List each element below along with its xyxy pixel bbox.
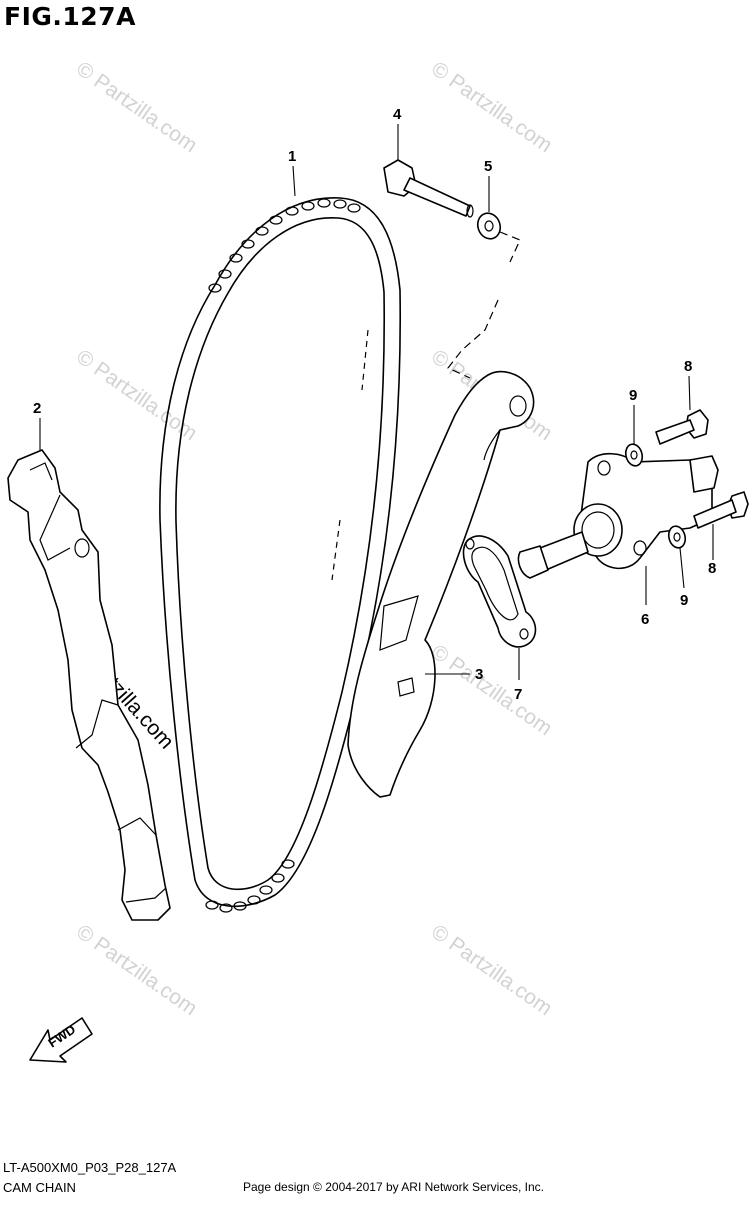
washer-part-9-lower[interactable] [666, 524, 687, 549]
cam-chain-part-1[interactable] [159, 197, 401, 913]
figure-title: FIG.127A [4, 2, 136, 31]
watermark: © Partzilla.com [427, 640, 556, 740]
bolt-part-8-lower[interactable] [693, 491, 749, 529]
callout-8-upper: 8 [684, 358, 692, 375]
chain-links-top [208, 198, 361, 293]
callout-8-lower: 8 [708, 560, 716, 577]
callout-3: 3 [475, 666, 483, 683]
gasket-part-7[interactable] [462, 535, 537, 648]
assembly-line-5 [499, 231, 521, 263]
callout-6: 6 [641, 611, 649, 628]
tensioner-adjuster-part-6[interactable] [517, 452, 719, 579]
chain-links-bottom [205, 859, 295, 913]
callout-labels: 1 2 3 4 5 6 7 8 8 9 9 [33, 106, 716, 703]
tensioner-guide-part-3[interactable] [347, 371, 535, 798]
watermark: © Partzilla.com [427, 57, 556, 157]
copyright-notice: Page design © 2004-2017 by ARI Network S… [243, 1180, 545, 1194]
assembly-line-3 [447, 299, 499, 379]
bolt-part-4[interactable] [383, 159, 474, 218]
callout-4: 4 [393, 106, 402, 123]
washer-part-5[interactable] [474, 210, 504, 242]
callout-9-lower: 9 [680, 592, 688, 609]
forward-arrow-icon: FWD [29, 1017, 93, 1063]
chain-guide-part-2[interactable] [7, 449, 171, 921]
bolt-part-8-upper[interactable] [655, 409, 709, 445]
watermark: © Partzilla.com [72, 920, 201, 1020]
callout-5: 5 [484, 158, 492, 175]
callout-1: 1 [288, 148, 296, 165]
watermark: © Partzilla.com [72, 57, 201, 157]
leader-lines [39, 124, 714, 680]
callout-2: 2 [33, 400, 41, 417]
callout-7: 7 [514, 686, 522, 703]
section-name: CAM CHAIN [3, 1180, 76, 1195]
part-code: LT-A500XM0_P03_P28_127A [3, 1160, 177, 1175]
watermark: © Partzilla.com [427, 920, 556, 1020]
washer-part-9-upper[interactable] [623, 442, 644, 467]
callout-9-upper: 9 [629, 387, 637, 404]
